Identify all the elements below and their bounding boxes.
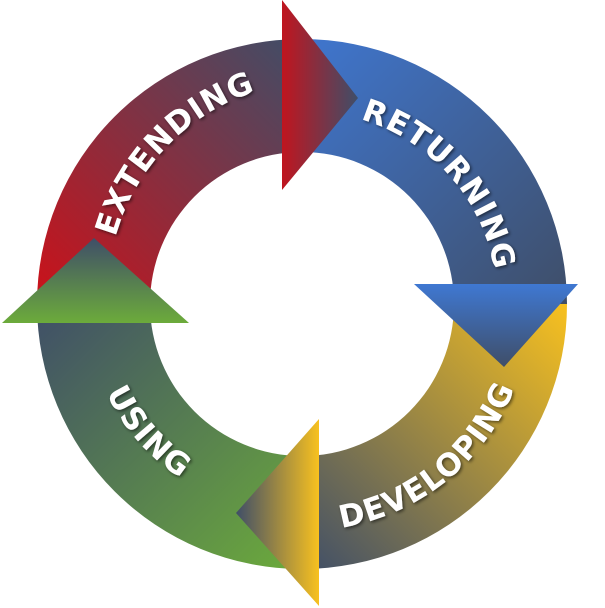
segment-using	[37, 304, 302, 569]
segment-extending	[37, 39, 302, 304]
arrowhead-right	[414, 284, 578, 367]
arrowhead-bottom	[236, 419, 319, 606]
arrowhead-left	[2, 238, 189, 323]
segment-developing	[302, 304, 567, 569]
arrowhead-top	[282, 0, 358, 190]
segment-returning	[302, 39, 567, 304]
